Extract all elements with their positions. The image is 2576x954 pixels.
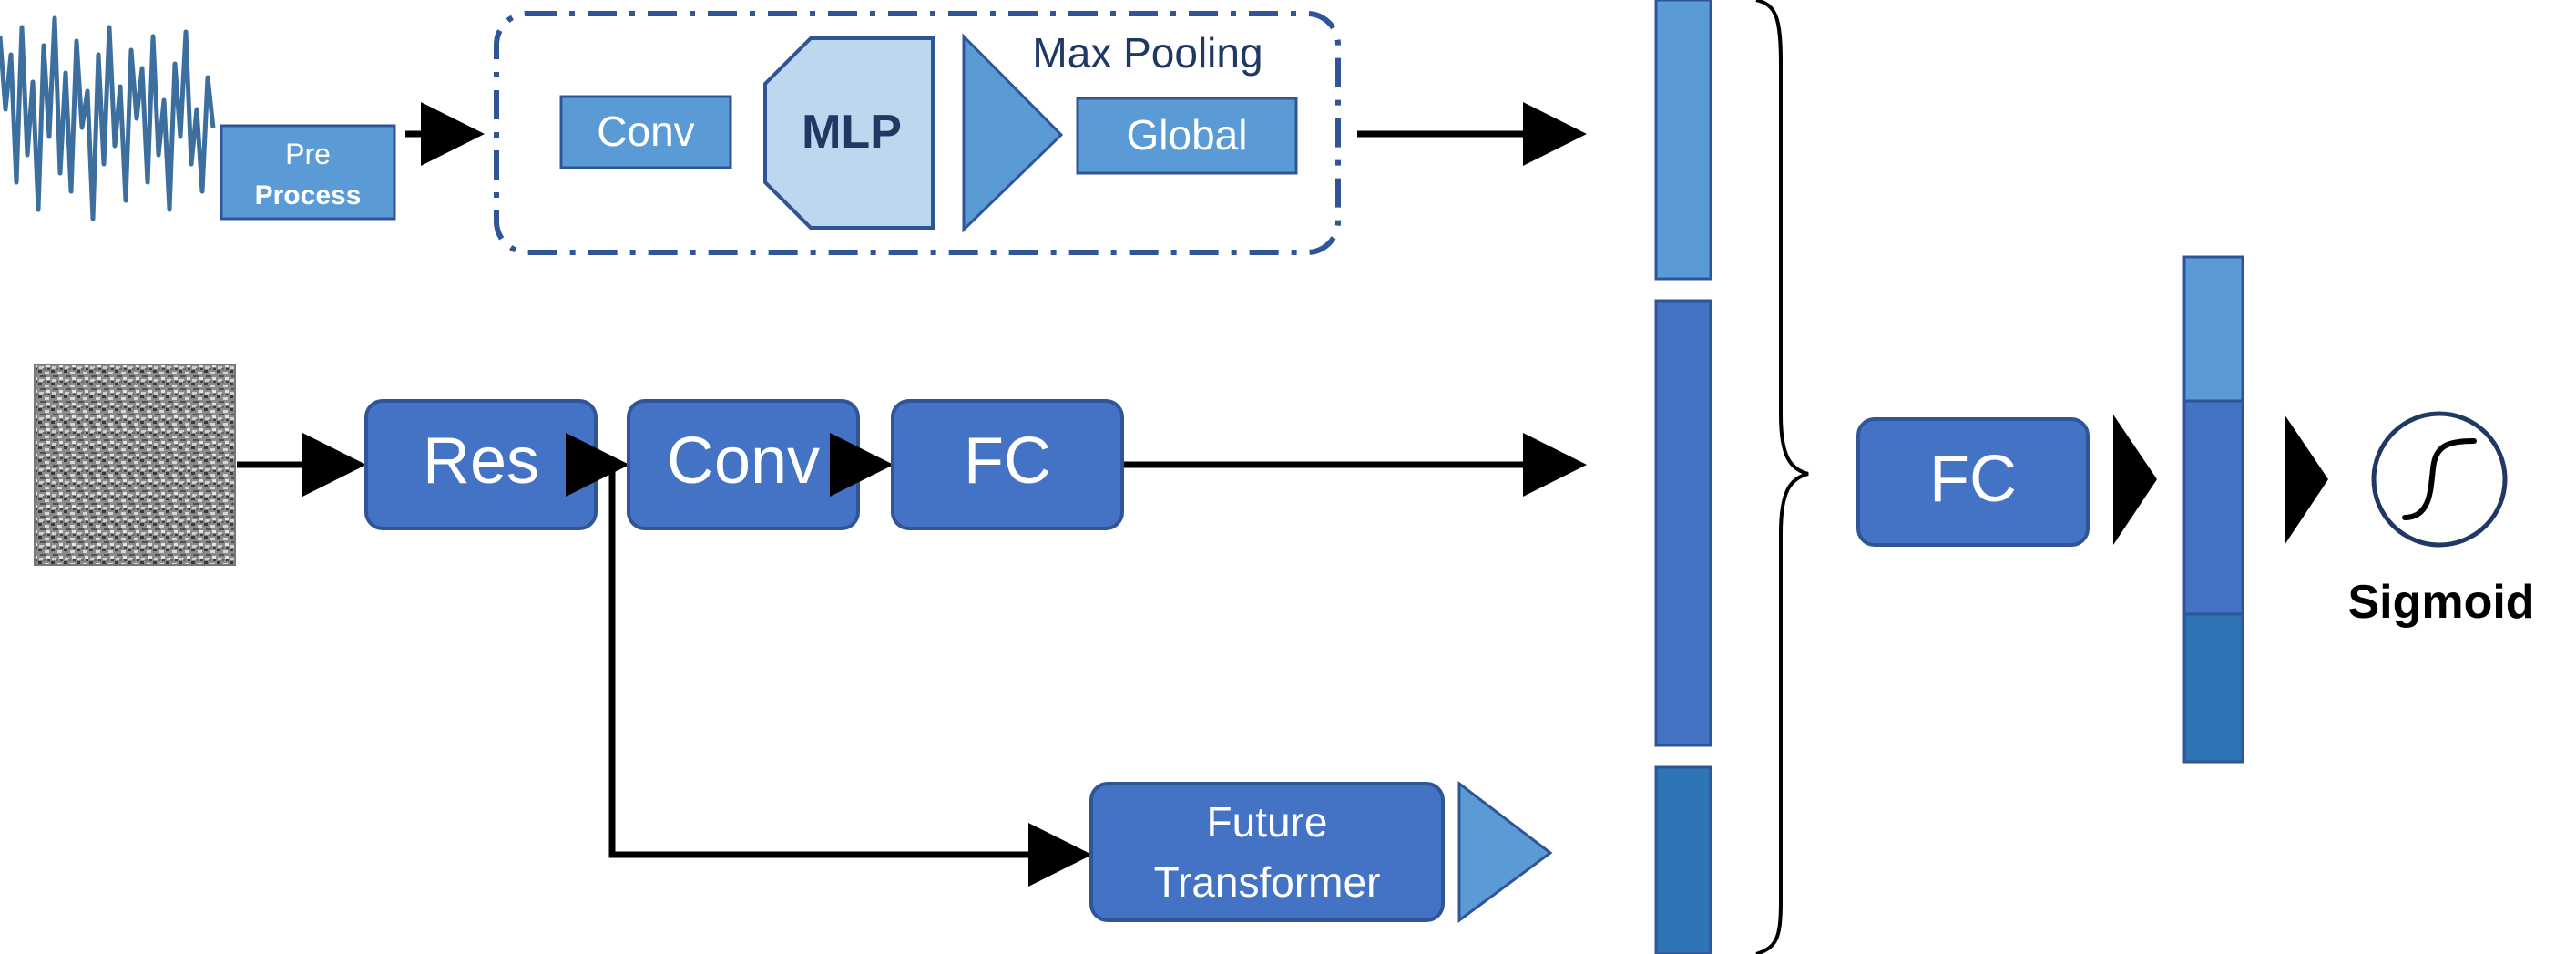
global-box: Global <box>1076 97 1298 175</box>
fusion-fc-block: FC <box>1856 417 2090 547</box>
future-transformer-block: Future Transformer <box>1089 782 1445 922</box>
signal-waveform <box>0 15 216 221</box>
mlp-label: MLP <box>802 106 902 159</box>
top-conv-box: Conv <box>559 95 732 169</box>
max-pooling-triangle <box>962 33 1064 233</box>
res-block: Res <box>364 399 598 530</box>
mid-conv-label: Conv <box>667 425 820 498</box>
feature-segment-middle <box>1654 299 1712 747</box>
sigmoid-label: Sigmoid <box>2347 576 2534 629</box>
skip-connection-to-transformer <box>608 465 1092 887</box>
preprocess-box: Pre Process <box>220 124 396 221</box>
mlp-block: MLP <box>763 36 935 230</box>
transformer-label-line1: Future <box>1207 798 1328 846</box>
output-segment-bottom <box>2182 612 2244 764</box>
feature-segment-bottom <box>1654 765 1712 954</box>
transformer-output-triangle <box>1457 780 1553 923</box>
preprocess-label-line2: Process <box>255 180 362 210</box>
preprocess-label-line1: Pre <box>285 138 331 170</box>
mid-fc-label: FC <box>964 425 1051 498</box>
image-input-noise <box>34 364 236 566</box>
top-branch-container <box>494 11 1341 255</box>
global-label: Global <box>1127 111 1248 159</box>
res-label: Res <box>423 425 539 498</box>
output-segment-middle <box>2182 399 2244 616</box>
sigmoid-icon <box>2371 411 2508 548</box>
fusion-fc-label: FC <box>1929 443 2017 516</box>
fusion-to-output-arrowhead <box>2113 415 2157 545</box>
output-segment-top <box>2182 255 2244 403</box>
concat-brace <box>1755 0 1809 954</box>
max-pooling-title: Max Pooling <box>1032 29 1262 77</box>
top-conv-label: Conv <box>597 108 694 155</box>
mid-conv-block: Conv <box>627 399 860 530</box>
mid-fc-block: FC <box>891 399 1124 530</box>
output-to-sigmoid-arrowhead <box>2285 415 2328 545</box>
transformer-label-line2: Transformer <box>1154 858 1381 906</box>
feature-segment-top <box>1654 0 1712 281</box>
